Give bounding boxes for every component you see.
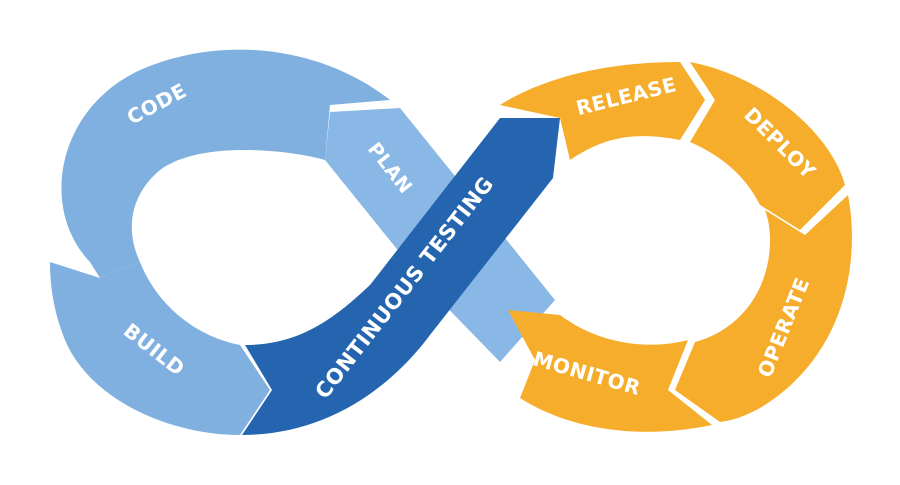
segment-monitor (508, 310, 712, 432)
segment-deploy (690, 62, 845, 230)
segment-operate (675, 195, 852, 422)
segment-release (500, 62, 705, 160)
segment-continuous-testing (242, 118, 560, 435)
segment-build (50, 262, 270, 435)
segment-code (61, 49, 390, 279)
